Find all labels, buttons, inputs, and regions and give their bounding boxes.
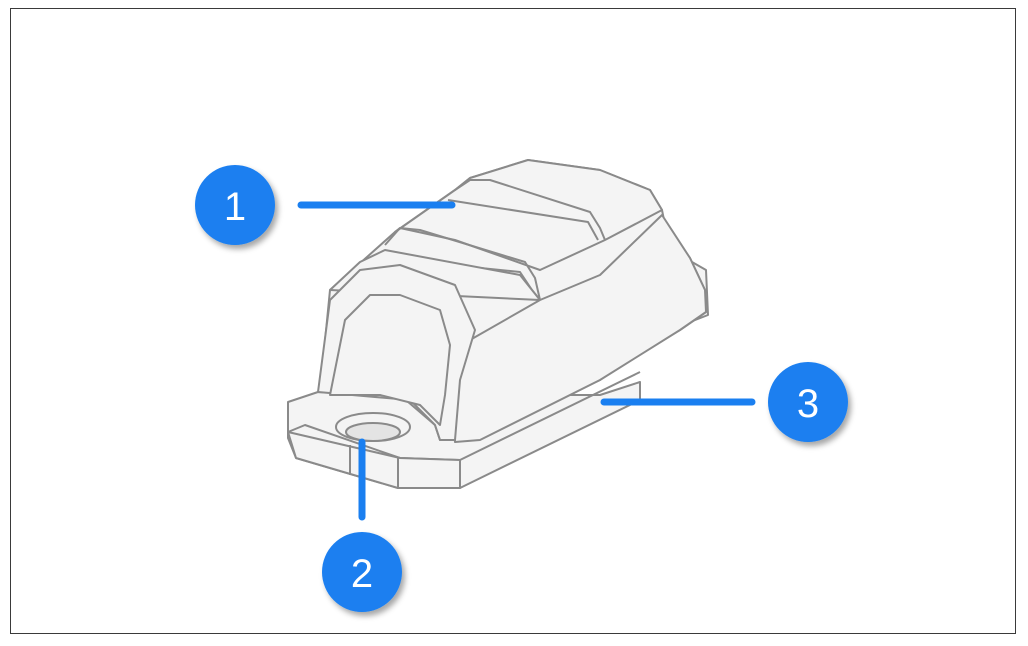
front-recess-inner [329, 294, 451, 426]
callout-leaders [297, 201, 756, 521]
callout-2: 2 [322, 532, 402, 612]
top-ridge [454, 179, 606, 241]
base-flange-bottom-face [287, 431, 461, 489]
callout-1-badge [195, 165, 275, 245]
callout-1: 1 [195, 165, 275, 245]
sensor-housing-icon [287, 159, 709, 489]
callout-3-label: 3 [797, 382, 819, 426]
top-ridge [384, 227, 541, 301]
callout-3: 3 [768, 362, 848, 442]
callout-2-label: 2 [351, 552, 373, 596]
callout-3-badge [768, 362, 848, 442]
top-ridge [447, 199, 599, 241]
mounting-hole-inner [345, 422, 401, 442]
callout-1-label: 1 [224, 185, 246, 229]
callout-2-badge [322, 532, 402, 612]
